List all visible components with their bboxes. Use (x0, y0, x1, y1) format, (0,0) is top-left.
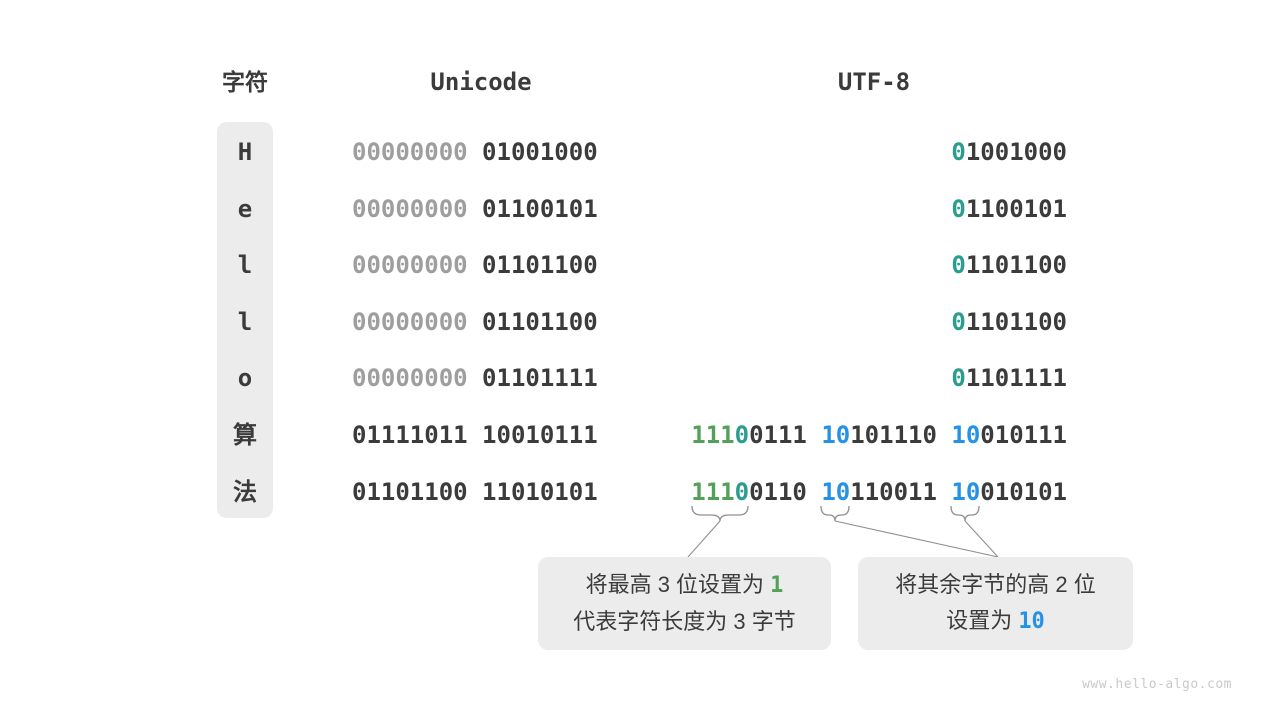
bit-segment: 110011 (850, 478, 937, 506)
bit-segment: 010111 (980, 421, 1067, 449)
bit-segment: 00000000 (352, 364, 468, 392)
utf8-value: 01001000 (500, 139, 1067, 165)
connector-line-byte3 (964, 520, 999, 558)
character-cell: e (237, 195, 253, 223)
bit-segment: 0110 (749, 478, 807, 506)
column-header-character: 字符 (222, 69, 268, 95)
bit-segment: 10 (1018, 609, 1045, 634)
unicode-value: 01101100 11010101 (352, 479, 598, 505)
bit-segment: 01101100 (482, 251, 598, 279)
character-cell: H (237, 138, 253, 166)
utf8-value: 01101100 (500, 252, 1067, 278)
unicode-value: 00000000 01100101 (352, 196, 598, 222)
watermark-url: www.hello-algo.com (1082, 677, 1232, 692)
callout-text-line: 将其余字节的高 2 位 (895, 567, 1095, 603)
utf8-value: 01100101 (500, 196, 1067, 222)
character-cell: 法 (233, 478, 257, 506)
callout-text-line: 代表字符长度为 3 字节 (573, 604, 795, 640)
unicode-value: 00000000 01001000 (352, 139, 598, 165)
unicode-value: 00000000 01101100 (352, 252, 598, 278)
bit-segment: 0111 (749, 421, 807, 449)
column-header-unicode: Unicode (430, 68, 532, 96)
bit-segment: 0 (951, 308, 966, 336)
bit-segment: 0 (951, 138, 966, 166)
column-header-utf8: UTF-8 (837, 68, 911, 96)
bit-segment: 00000000 (352, 308, 468, 336)
callout-text-line: 设置为 10 (946, 603, 1045, 640)
bit-segment: 0 (951, 364, 966, 392)
bit-segment: 01001000 (482, 138, 598, 166)
bit-segment: 01111011 (352, 421, 468, 449)
bit-segment: 代表字符长度为 3 字节 (573, 609, 796, 634)
bit-segment: 11010101 (482, 478, 598, 506)
underbrace-continuation-byte3 (950, 505, 980, 522)
utf8-value: 11100111 10101110 10010111 (500, 422, 1067, 448)
bit-segment: 0 (951, 251, 966, 279)
unicode-value: 00000000 01101100 (352, 309, 598, 335)
bit-segment: 111 (691, 421, 735, 449)
bit-segment: 01101100 (352, 478, 468, 506)
unicode-value: 00000000 01101111 (352, 365, 598, 391)
underbrace-length-bits (691, 505, 749, 522)
bit-segment: 1100101 (965, 195, 1067, 223)
bit-segment: 10 (821, 478, 851, 506)
connector-line-length-bits (687, 520, 721, 558)
callout-text-line: 将最高 3 位设置为 1 (586, 567, 784, 604)
bit-segment: 10010111 (482, 421, 598, 449)
bit-segment: 00000000 (352, 251, 468, 279)
character-cell: 算 (233, 421, 257, 449)
bit-segment: 1 (770, 573, 784, 598)
character-cell: l (237, 308, 253, 336)
bit-segment: 10 (951, 421, 981, 449)
utf8-value: 11100110 10110011 10010101 (500, 479, 1067, 505)
bit-segment: 01100101 (482, 195, 598, 223)
underbrace-continuation-byte2 (820, 505, 850, 522)
bit-segment: 10 (821, 421, 851, 449)
character-column-background (217, 122, 273, 518)
character-cell: l (237, 251, 253, 279)
bit-segment: 设置为 (946, 608, 1019, 633)
bit-segment: 1101111 (965, 364, 1067, 392)
connector-line-byte2 (834, 520, 999, 558)
bit-segment: 将最高 3 位设置为 (585, 572, 771, 597)
bit-segment: 0 (734, 421, 750, 449)
bit-segment: 101110 (850, 421, 937, 449)
bit-segment: 00000000 (352, 138, 468, 166)
utf8-value: 01101100 (500, 309, 1067, 335)
character-cell: o (237, 364, 253, 392)
bit-segment: 010101 (980, 478, 1067, 506)
bit-segment: 将其余字节的高 2 位 (895, 572, 1096, 597)
bit-segment: 1101100 (965, 251, 1067, 279)
utf8-value: 01101111 (500, 365, 1067, 391)
bit-segment: 0 (951, 195, 966, 223)
bit-segment: 1001000 (965, 138, 1067, 166)
bit-segment: 01101100 (482, 308, 598, 336)
bit-segment: 1101100 (965, 308, 1067, 336)
bit-segment: 00000000 (352, 195, 468, 223)
bit-segment: 10 (951, 478, 981, 506)
bit-segment: 111 (691, 478, 735, 506)
callout-length-bits: 将最高 3 位设置为 1 代表字符长度为 3 字节 (538, 557, 831, 650)
bit-segment: 0 (734, 478, 750, 506)
callout-continuation-bits: 将其余字节的高 2 位设置为 10 (858, 557, 1133, 650)
bit-segment: 01101111 (482, 364, 598, 392)
unicode-value: 01111011 10010111 (352, 422, 598, 448)
